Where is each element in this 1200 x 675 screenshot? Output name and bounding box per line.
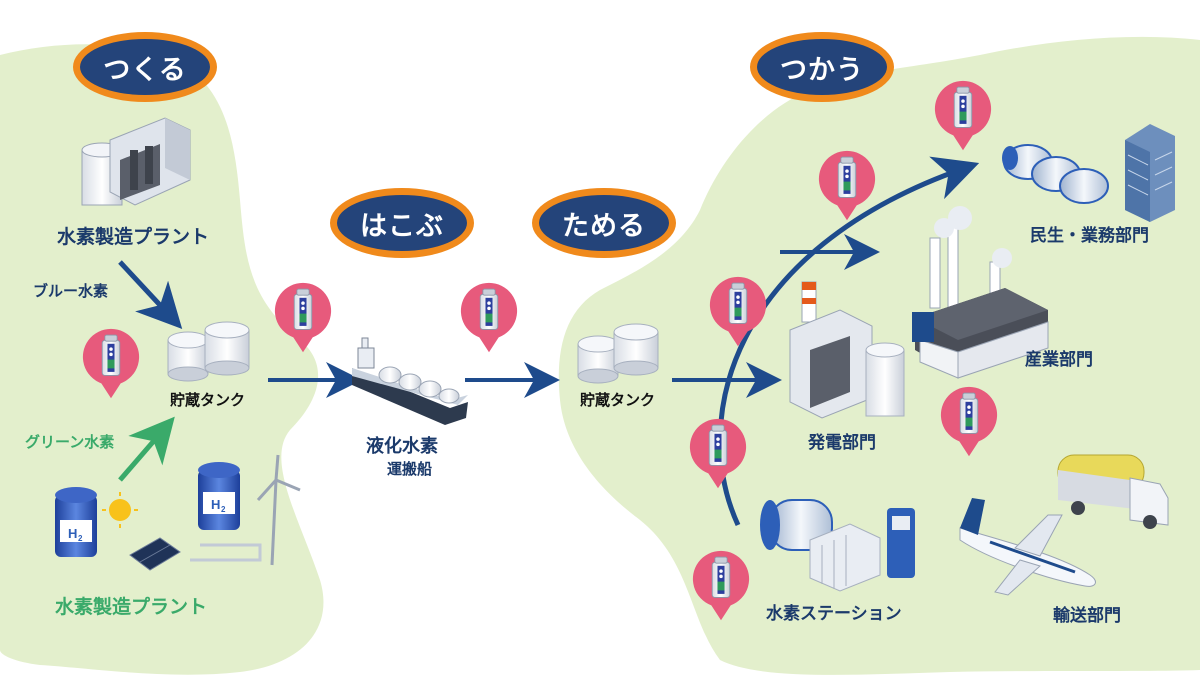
hydrogen-station-icon: [760, 499, 915, 592]
tanker-truck-icon: [1057, 454, 1169, 529]
commercial-tanks-building-icon: [1002, 124, 1175, 222]
h2-badge-sub: 2: [221, 505, 226, 514]
stage-carry-pill: はこぶ: [330, 188, 474, 258]
transport-sector-label: 輸送部門: [1053, 606, 1121, 626]
power-plant-icon: [789, 281, 905, 419]
storage-tank-right-label: 貯蔵タンク: [580, 391, 656, 409]
green-hydrogen-label: グリーン水素: [25, 433, 115, 451]
power-sector-label: 発電部門: [808, 433, 876, 453]
industrial-sector-label: 産業部門: [1025, 350, 1093, 370]
hydrogen-station-label: 水素ステーション: [766, 604, 902, 624]
lh2-carrier-ship-icon: [352, 337, 468, 425]
airplane-icon: [959, 498, 1096, 596]
stage-make-pill: つくる: [73, 32, 217, 102]
commercial-sector-label: 民生・業務部門: [1030, 226, 1149, 246]
carrier-label-line2: 運搬船: [387, 460, 433, 478]
h2-badge: H: [211, 497, 220, 512]
green-hydrogen-arrow: [118, 416, 175, 482]
factory-icon: [912, 206, 1049, 379]
storage-tank-left-icon: [167, 321, 250, 382]
hydrogen-pin-icon: [460, 282, 518, 353]
blue-hydrogen-arrow: [118, 260, 183, 329]
blue-hydrogen-label: ブルー水素: [33, 282, 109, 300]
plant-bottom-label: 水素製造プラント: [55, 596, 208, 618]
stage-store-pill: ためる: [532, 188, 676, 258]
green-hydrogen-plant-icon: [55, 454, 301, 571]
h2-badge-sub: 2: [78, 534, 83, 543]
hydrogen-plant-top-icon: [81, 117, 191, 206]
h2-badge: H: [68, 526, 77, 541]
plant-top-label: 水素製造プラント: [57, 226, 210, 248]
carrier-label-line1: 液化水素: [366, 436, 438, 457]
storage-tank-right-icon: [577, 323, 659, 384]
storage-tank-left-label: 貯蔵タンク: [170, 391, 246, 409]
stage-use-pill: つかう: [750, 32, 894, 102]
